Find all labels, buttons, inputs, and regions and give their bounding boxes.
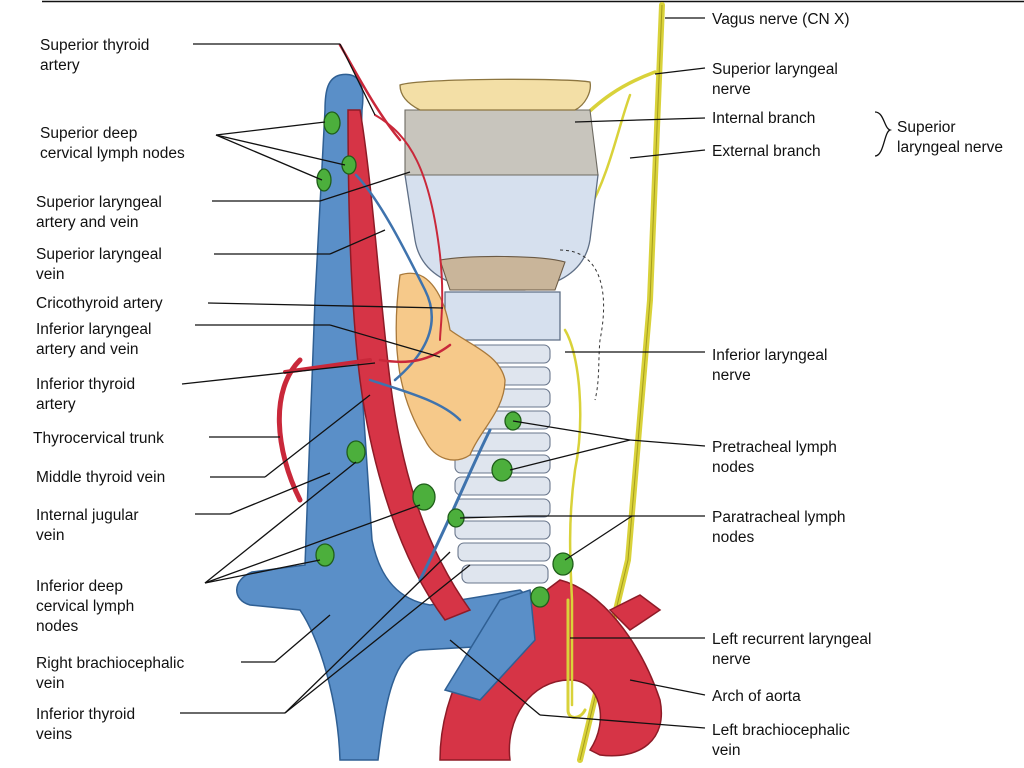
label-arch-of-aorta: Arch of aorta bbox=[712, 688, 801, 705]
posterior-dashed-outline bbox=[559, 249, 605, 401]
label-inferior-laryngeal-nerve: Inferior laryngeal nerve bbox=[712, 347, 832, 384]
left-subclavian-stub bbox=[608, 594, 662, 631]
cricoid-cartilage-shape bbox=[444, 291, 561, 341]
inferior-laryngeal-artery-shape bbox=[378, 343, 452, 364]
label-left-brachiocephalic-vein: Left brachiocephalic vein bbox=[712, 722, 854, 759]
hyoid-bone-shape bbox=[399, 78, 591, 111]
label-external-branch: External branch bbox=[712, 143, 821, 160]
label-internal-jugular-vein: Internal jugular vein bbox=[36, 507, 143, 544]
common-carotid-artery-shape bbox=[347, 109, 472, 621]
label-superior-laryngeal-nerve: Superior laryngeal nerve bbox=[712, 61, 842, 98]
thyrocervical-trunk-shape bbox=[276, 357, 303, 503]
label-inferior-laryngeal-artery-and-vein: Inferior laryngeal artery and vein bbox=[36, 321, 156, 358]
leader-lines bbox=[180, 17, 893, 729]
label-internal-branch: Internal branch bbox=[712, 110, 815, 127]
label-superior-thyroid-artery: Superior thyroid artery bbox=[40, 37, 154, 74]
cricothyroid-artery-shape bbox=[374, 114, 444, 341]
illustration bbox=[236, 2, 665, 763]
label-vagus-nerve: Vagus nerve (CN X) bbox=[712, 11, 850, 28]
label-superior-deep-cervical-lymph-nodes: Superior deep cervical lymph nodes bbox=[40, 125, 185, 162]
thyroid-gland-shape bbox=[395, 272, 506, 461]
label-inferior-thyroid-veins: Inferior thyroid veins bbox=[36, 706, 139, 743]
inferior-thyroid-artery-shape bbox=[283, 358, 372, 374]
label-paratracheal-lymph-nodes: Paratracheal lymph nodes bbox=[712, 509, 850, 546]
label-superior-laryngeal-artery-and-vein: Superior laryngeal artery and vein bbox=[36, 194, 166, 231]
cricothyroid-membrane-shape bbox=[439, 255, 566, 291]
label-inferior-thyroid-artery: Inferior thyroid artery bbox=[36, 376, 139, 413]
label-thyrocervical-trunk: Thyrocervical trunk bbox=[33, 430, 164, 447]
label-superior-laryngeal-vein: Superior laryngeal vein bbox=[36, 246, 166, 283]
label-inferior-deep-cervical-lymph-nodes: Inferior deep cervical lymph nodes bbox=[36, 578, 139, 635]
middle-thyroid-vein-shape bbox=[368, 378, 462, 422]
lymph-nodes bbox=[315, 111, 574, 608]
label-middle-thyroid-vein: Middle thyroid vein bbox=[36, 469, 165, 486]
inferior-thyroid-vein-shape bbox=[418, 428, 492, 582]
label-right-brachiocephalic-vein: Right brachiocephalic vein bbox=[36, 655, 189, 692]
label-left-recurrent-laryngeal-nerve: Left recurrent laryngeal nerve bbox=[712, 631, 876, 668]
left-brachiocephalic-vein-shape bbox=[443, 588, 536, 701]
internal-jugular-vein-shape bbox=[236, 73, 530, 761]
label-superior-laryngeal-nerve-group: Superior laryngeal nerve bbox=[897, 119, 1003, 156]
aortic-arch-shape bbox=[439, 579, 663, 761]
thyrohyoid-membrane-shape bbox=[404, 109, 599, 176]
label-pretracheal-lymph-nodes: Pretracheal lymph nodes bbox=[712, 439, 841, 476]
label-cricothyroid-artery: Cricothyroid artery bbox=[36, 295, 163, 312]
